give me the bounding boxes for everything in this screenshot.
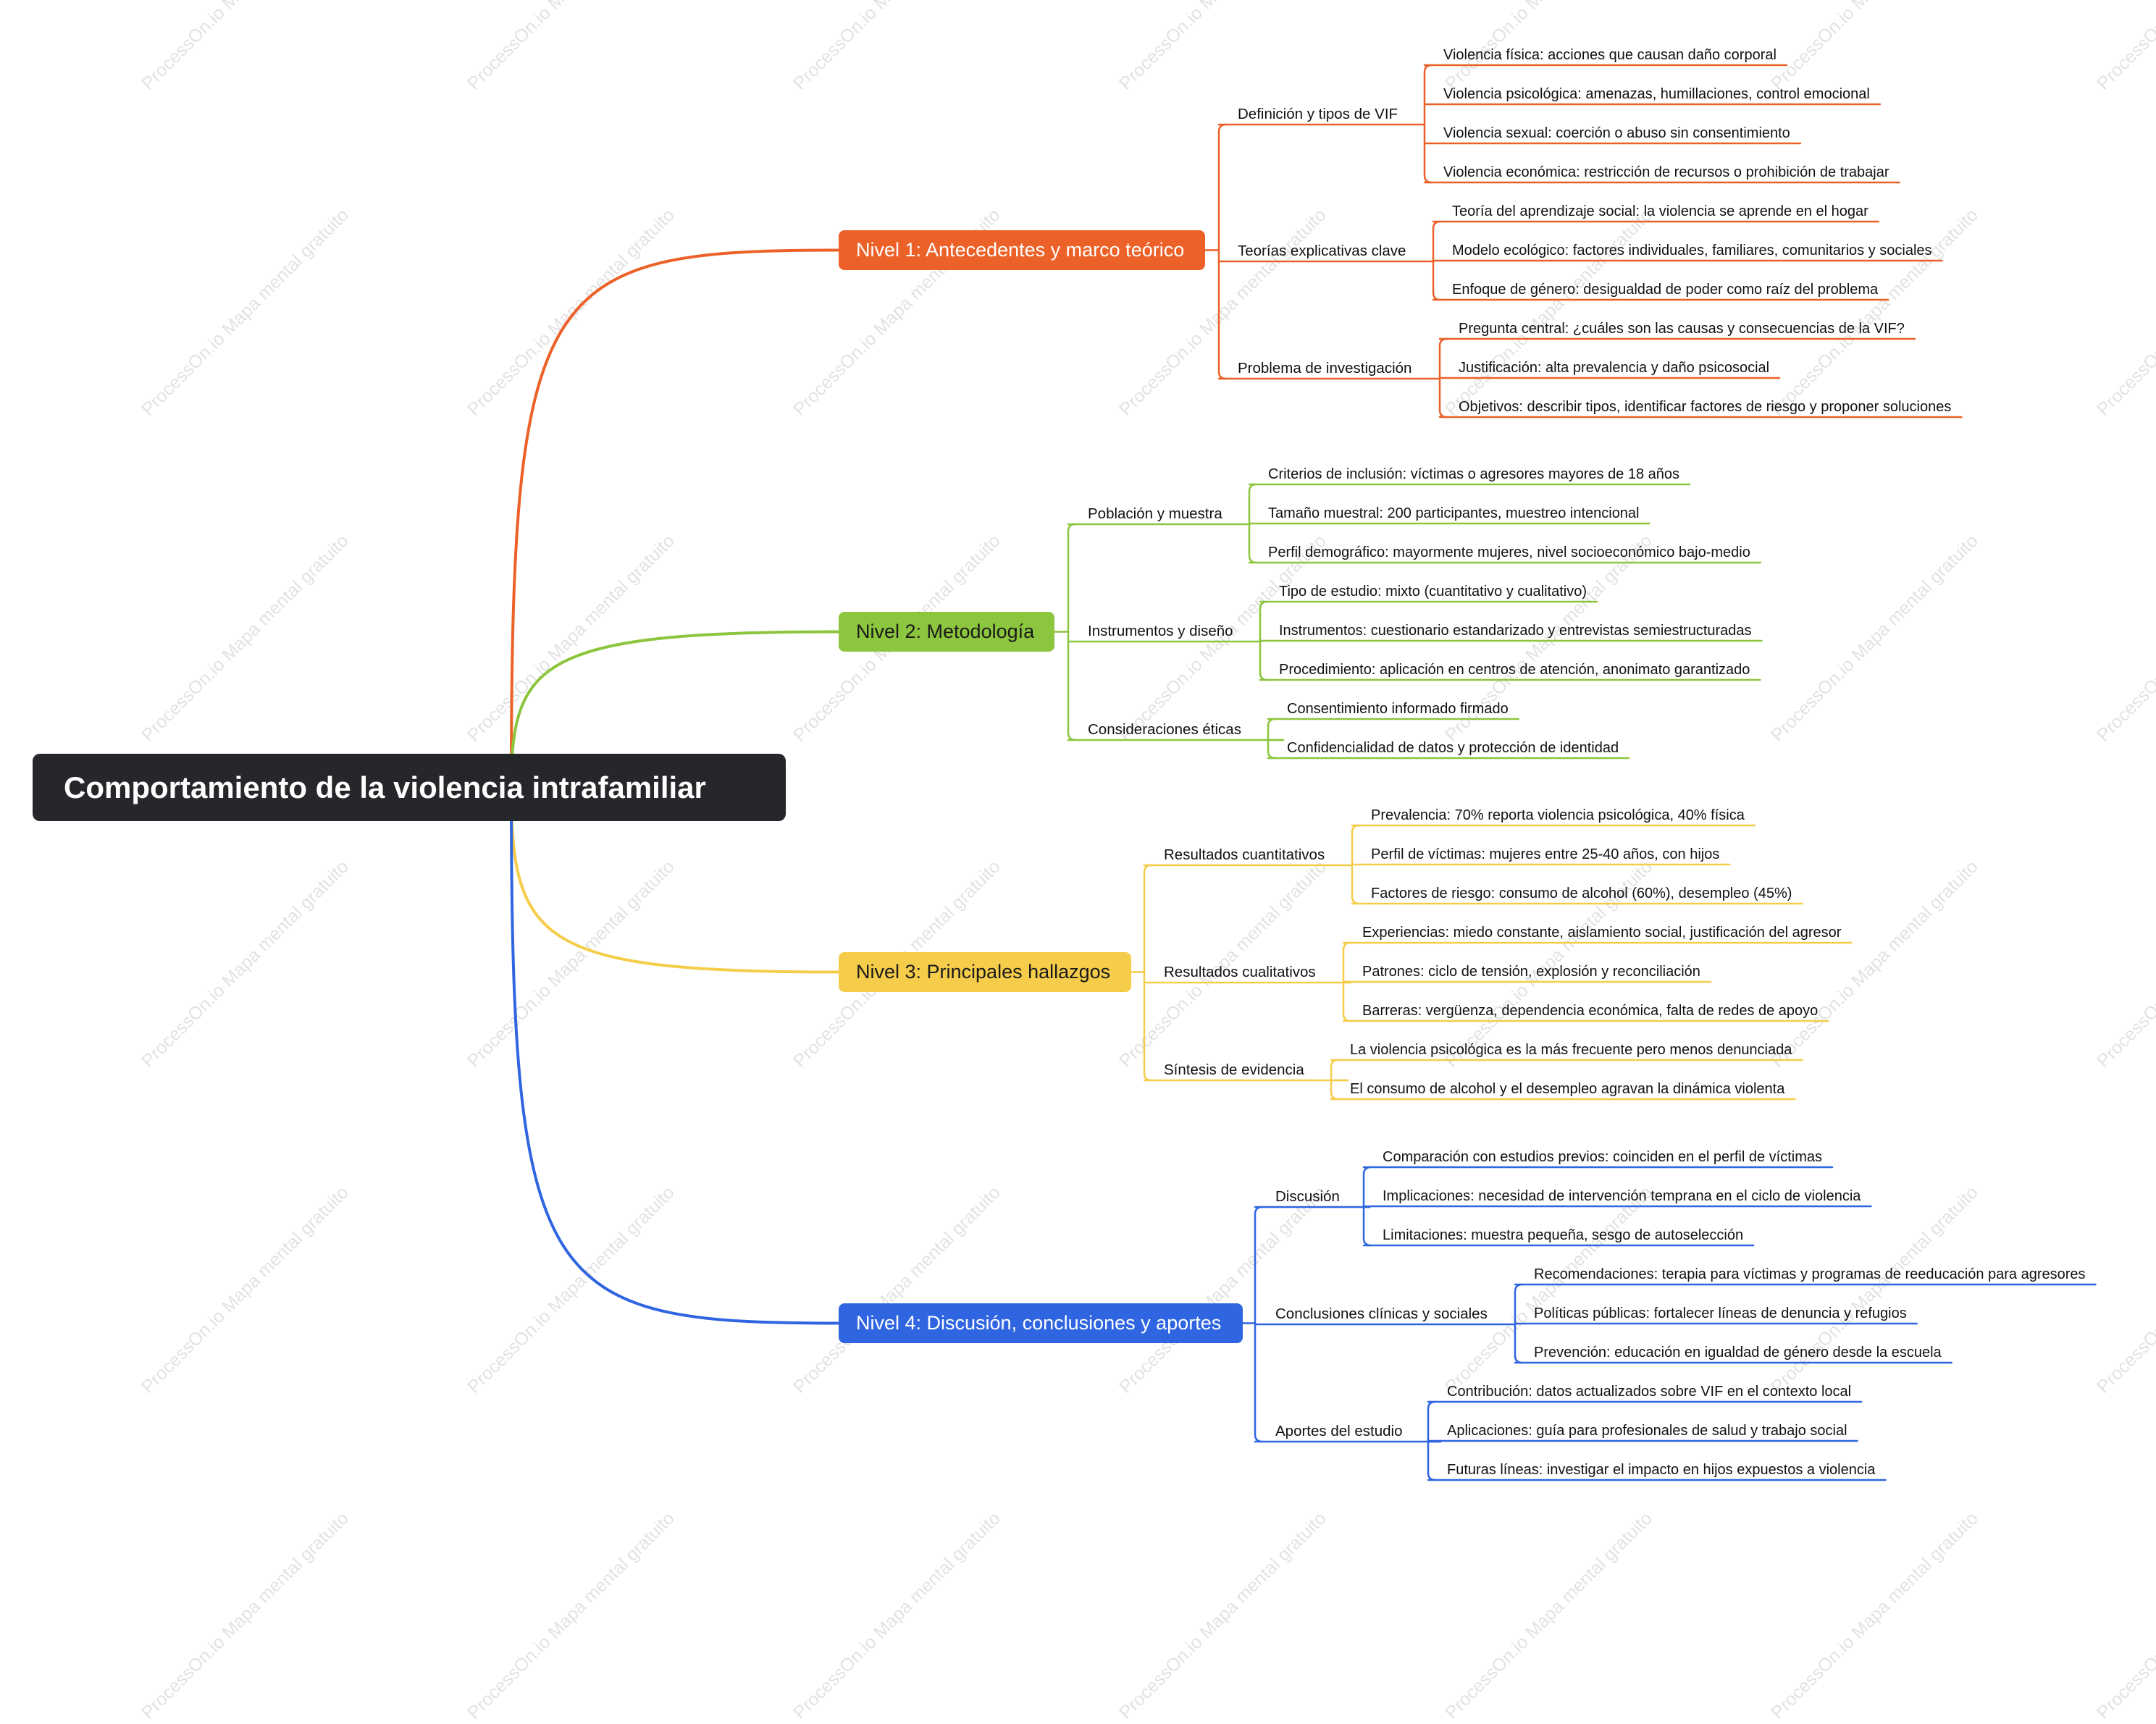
leaf-topic[interactable]: Limitaciones: muestra pequeña, sesgo de … bbox=[1383, 1227, 1744, 1243]
leaf-topic[interactable]: La violencia psicológica es la más frecu… bbox=[1350, 1042, 1792, 1058]
subtopic[interactable]: Aportes del estudio bbox=[1275, 1423, 1403, 1439]
watermark-text: ProcessOn.io Mapa mental gratuito bbox=[1115, 1508, 1330, 1723]
leaf-topic[interactable]: Aplicaciones: guía para profesionales de… bbox=[1447, 1423, 1847, 1439]
leaf-topic[interactable]: Tipo de estudio: mixto (cuantitativo y c… bbox=[1279, 584, 1587, 600]
subtopic[interactable]: Definición y tipos de VIF bbox=[1238, 106, 1398, 122]
subtopic[interactable]: Discusión bbox=[1275, 1188, 1340, 1205]
branch-topic-label: Nivel 3: Principales hallazgos bbox=[856, 961, 1111, 983]
subtopic[interactable]: Población y muestra bbox=[1088, 505, 1222, 522]
subtopic[interactable]: Consideraciones éticas bbox=[1088, 721, 1241, 738]
subtopic[interactable]: Instrumentos y diseño bbox=[1088, 623, 1233, 639]
leaf-topic[interactable]: Recomendaciones: terapia para víctimas y… bbox=[1534, 1266, 2086, 1282]
subtopic[interactable]: Problema de investigación bbox=[1238, 360, 1412, 377]
root-topic[interactable]: Comportamiento de la violencia intrafami… bbox=[33, 754, 786, 821]
subtopic[interactable]: Resultados cualitativos bbox=[1164, 964, 1316, 980]
leaf-topic[interactable]: Implicaciones: necesidad de intervención… bbox=[1383, 1188, 1861, 1204]
branch-connector-2 bbox=[510, 630, 840, 789]
root-topic-label: Comportamiento de la violencia intrafami… bbox=[64, 770, 706, 804]
leaf-topic[interactable]: Confidencialidad de datos y protección d… bbox=[1287, 740, 1619, 756]
branch-topic-3[interactable]: Nivel 3: Principales hallazgos bbox=[839, 952, 1131, 992]
leaf-topic[interactable]: Políticas públicas: fortalecer líneas de… bbox=[1534, 1305, 1907, 1321]
leaf-topic[interactable]: Perfil de víctimas: mujeres entre 25-40 … bbox=[1371, 846, 1720, 862]
branch-connector-4 bbox=[510, 786, 840, 1325]
watermark-text: ProcessOn.io Mapa mental gratuito bbox=[2093, 1508, 2156, 1723]
connector-lines bbox=[510, 64, 2097, 1481]
subtopic[interactable]: Teorías explicativas clave bbox=[1238, 243, 1406, 259]
leaf-topic[interactable]: Violencia psicológica: amenazas, humilla… bbox=[1443, 86, 1870, 102]
leaf-topic[interactable]: Modelo ecológico: factores individuales,… bbox=[1452, 243, 1932, 258]
branch-topic-label: Nivel 4: Discusión, conclusiones y aport… bbox=[856, 1312, 1222, 1334]
leaf-topic[interactable]: Experiencias: miedo constante, aislamien… bbox=[1362, 925, 1842, 941]
branch-connector-1 bbox=[510, 248, 840, 789]
leaf-topic[interactable]: Teoría del aprendizaje social: la violen… bbox=[1452, 203, 1868, 219]
subtopic[interactable]: Resultados cuantitativos bbox=[1164, 846, 1325, 863]
leaf-topic[interactable]: Futuras líneas: investigar el impacto en… bbox=[1447, 1462, 1876, 1478]
watermark-text: ProcessOn.io Mapa mental gratuito bbox=[789, 1508, 1004, 1723]
branch-topic-1[interactable]: Nivel 1: Antecedentes y marco teórico bbox=[839, 230, 1205, 270]
leaf-topic[interactable]: El consumo de alcohol y el desempleo agr… bbox=[1350, 1081, 1785, 1097]
leaf-topic[interactable]: Prevalencia: 70% reporta violencia psico… bbox=[1371, 807, 1745, 823]
leaf-topic[interactable]: Patrones: ciclo de tensión, explosión y … bbox=[1362, 964, 1700, 980]
leaf-topic[interactable]: Comparación con estudios previos: coinci… bbox=[1383, 1149, 1822, 1165]
leaf-topic[interactable]: Violencia económica: restricción de recu… bbox=[1443, 164, 1889, 180]
leaf-topic[interactable]: Perfil demográfico: mayormente mujeres, … bbox=[1268, 544, 1750, 560]
leaf-topic[interactable]: Pregunta central: ¿cuáles son las causas… bbox=[1459, 321, 1905, 337]
leaf-topic[interactable]: Tamaño muestral: 200 participantes, mues… bbox=[1268, 505, 1640, 521]
leaf-topic[interactable]: Factores de riesgo: consumo de alcohol (… bbox=[1371, 886, 1792, 901]
leaf-topic[interactable]: Objetivos: describir tipos, identificar … bbox=[1459, 399, 1952, 415]
leaf-topic[interactable]: Criterios de inclusión: víctimas o agres… bbox=[1268, 466, 1680, 482]
leaf-topic[interactable]: Contribución: datos actualizados sobre V… bbox=[1447, 1384, 1852, 1400]
leaf-topic[interactable]: Violencia física: acciones que causan da… bbox=[1443, 47, 1777, 63]
subtopic[interactable]: Conclusiones clínicas y sociales bbox=[1275, 1305, 1488, 1322]
leaf-topic[interactable]: Procedimiento: aplicación en centros de … bbox=[1279, 662, 1750, 678]
leaf-topic[interactable]: Enfoque de género: desigualdad de poder … bbox=[1452, 282, 1879, 298]
watermark-text: ProcessOn.io Mapa mental gratuito bbox=[464, 1508, 679, 1723]
leaf-topic[interactable]: Prevención: educación en igualdad de gén… bbox=[1534, 1345, 1942, 1361]
branch-topic-4[interactable]: Nivel 4: Discusión, conclusiones y aport… bbox=[839, 1303, 1243, 1343]
leaf-spine bbox=[1267, 718, 1277, 760]
leaf-topic[interactable]: Consentimiento informado firmado bbox=[1287, 701, 1509, 717]
leaf-topic[interactable]: Violencia sexual: coerción o abuso sin c… bbox=[1443, 125, 1790, 141]
watermark-text: ProcessOn.io Mapa mental gratuito bbox=[1441, 1508, 1656, 1723]
mind-map-canvas: ProcessOn.io Mapa mental gratuito Process… bbox=[33, 0, 2156, 1723]
watermark-text: ProcessOn.io Mapa mental gratuito bbox=[138, 1508, 353, 1723]
sub-spine-1 bbox=[1217, 123, 1228, 380]
branch-topic-label: Nivel 1: Antecedentes y marco teórico bbox=[856, 239, 1185, 261]
subtopic[interactable]: Síntesis de evidencia bbox=[1164, 1061, 1304, 1078]
leaf-topic[interactable]: Barreras: vergüenza, dependencia económi… bbox=[1362, 1003, 1819, 1019]
leaf-topic[interactable]: Instrumentos: cuestionario estandarizado… bbox=[1279, 623, 1752, 639]
leaf-topic[interactable]: Justificación: alta prevalencia y daño p… bbox=[1459, 360, 1770, 376]
sub-spine-2 bbox=[1067, 523, 1077, 741]
leaf-spine bbox=[1423, 64, 1433, 184]
branch-topic-2[interactable]: Nivel 2: Metodología bbox=[839, 612, 1054, 652]
branch-connector-3 bbox=[510, 786, 840, 974]
sub-spine-3 bbox=[1143, 864, 1153, 1082]
branch-topic-label: Nivel 2: Metodología bbox=[856, 621, 1035, 642]
watermark-text: ProcessOn.io Mapa mental gratuito bbox=[1767, 1508, 1982, 1723]
